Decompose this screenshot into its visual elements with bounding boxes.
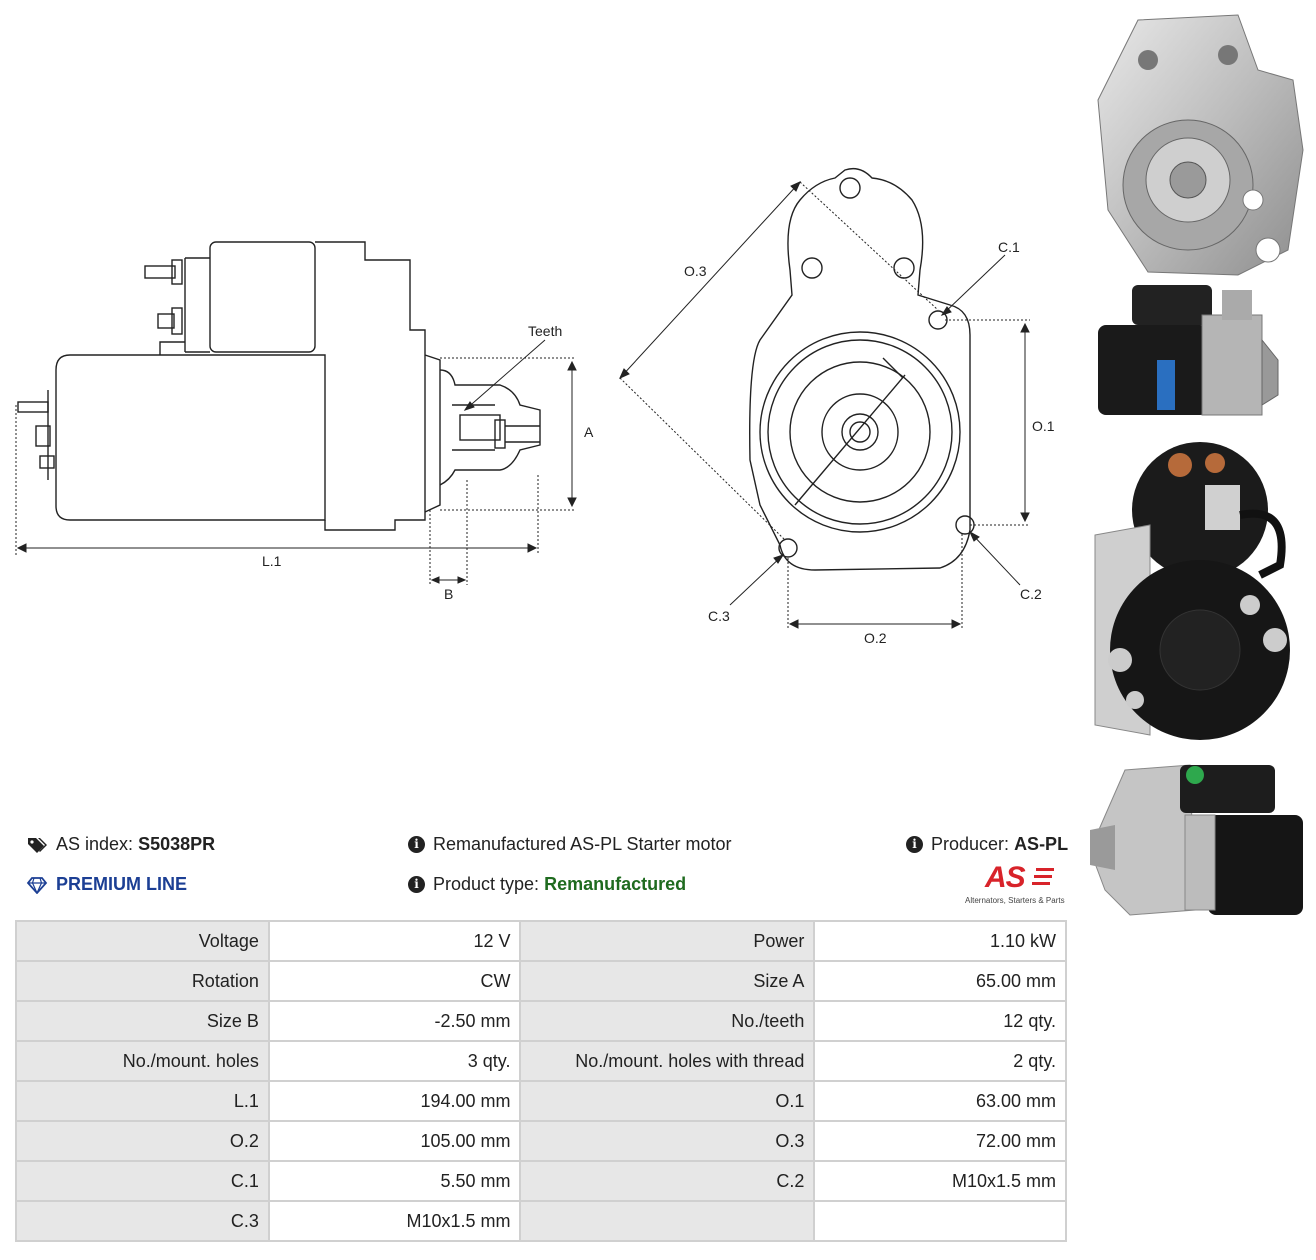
description-text: Remanufactured AS-PL Starter motor [433, 834, 732, 854]
dim-c1-label: C.1 [998, 239, 1020, 255]
spec-label: O.1 [519, 1080, 816, 1122]
front-view-drawing: O.3 C.1 O.1 C.2 C.3 O.2 [619, 167, 1055, 646]
tags-icon [28, 837, 47, 853]
spec-value: 2 qty. [813, 1040, 1067, 1082]
diamond-icon [26, 876, 48, 894]
spec-label [519, 1200, 816, 1242]
spec-label: O.2 [15, 1120, 270, 1162]
spec-label: Voltage [15, 920, 270, 962]
spec-value: 65.00 mm [813, 960, 1067, 1002]
photo-front-view[interactable] [1088, 10, 1306, 280]
spec-label: Power [519, 920, 816, 962]
dim-l1-label: L.1 [262, 553, 282, 569]
producer-value: AS-PL [1014, 834, 1069, 854]
teeth-label: Teeth [528, 323, 562, 339]
photo-side-view[interactable] [1092, 280, 1282, 420]
logo-mark: AS [985, 861, 1026, 894]
spec-value [813, 1200, 1067, 1242]
spec-label: O.3 [519, 1120, 816, 1162]
product-type-label: Product type: [433, 874, 540, 894]
spec-label: C.3 [15, 1200, 270, 1242]
as-index-label: AS index: [56, 834, 134, 854]
info-icon: i [906, 836, 923, 853]
product-description: i Remanufactured AS-PL Starter motor [408, 834, 731, 855]
info-icon: i [408, 836, 425, 853]
as-pl-logo: AS Alternators, Starters & Parts [960, 862, 1070, 908]
spec-value: 194.00 mm [267, 1080, 522, 1122]
as-index: AS index: S5038PR [26, 834, 215, 855]
dim-o3-label: O.3 [684, 263, 707, 279]
producer: i Producer: AS-PL [906, 834, 1068, 855]
spec-value: 12 qty. [813, 1000, 1067, 1042]
spec-label: No./mount. holes [15, 1040, 270, 1082]
premium-line-label: PREMIUM LINE [56, 874, 188, 894]
info-icon: i [408, 876, 425, 893]
producer-label: Producer: [931, 834, 1010, 854]
photo-rear-view[interactable] [1090, 435, 1308, 745]
spec-label: Size A [519, 960, 816, 1002]
dim-o2-label: O.2 [864, 630, 887, 646]
spec-label: No./mount. holes with thread [519, 1040, 816, 1082]
spec-value: 3 qty. [267, 1040, 522, 1082]
spec-value: 5.50 mm [267, 1160, 522, 1202]
spec-value: CW [267, 960, 522, 1002]
spec-value: M10x1.5 mm [813, 1160, 1067, 1202]
as-index-value: S5038PR [138, 834, 216, 854]
product-type: i Product type: Remanufactured [408, 874, 686, 895]
dim-a-label: A [584, 424, 594, 440]
photo-angled-view[interactable] [1090, 760, 1305, 920]
product-type-value: Remanufactured [544, 874, 687, 894]
dim-c2-label: C.2 [1020, 586, 1042, 602]
spec-label: C.2 [519, 1160, 816, 1202]
side-view-drawing: Teeth A L.1 B [15, 241, 594, 602]
spec-value: 105.00 mm [267, 1120, 522, 1162]
premium-line: PREMIUM LINE [26, 874, 187, 895]
logo-tagline: Alternators, Starters & Parts [965, 896, 1065, 905]
spec-value: M10x1.5 mm [267, 1200, 522, 1242]
spec-value: 63.00 mm [813, 1080, 1067, 1122]
spec-label: Size B [15, 1000, 270, 1042]
spec-label: C.1 [15, 1160, 270, 1202]
spec-value: -2.50 mm [267, 1000, 522, 1042]
spec-value: 72.00 mm [813, 1120, 1067, 1162]
spec-label: No./teeth [519, 1000, 816, 1042]
spec-label: Rotation [15, 960, 270, 1002]
spec-label: L.1 [15, 1080, 270, 1122]
dim-c3-label: C.3 [708, 608, 730, 624]
dim-o1-label: O.1 [1032, 418, 1055, 434]
dim-b-label: B [444, 586, 453, 602]
spec-value: 1.10 kW [813, 920, 1067, 962]
spec-value: 12 V [267, 920, 522, 962]
